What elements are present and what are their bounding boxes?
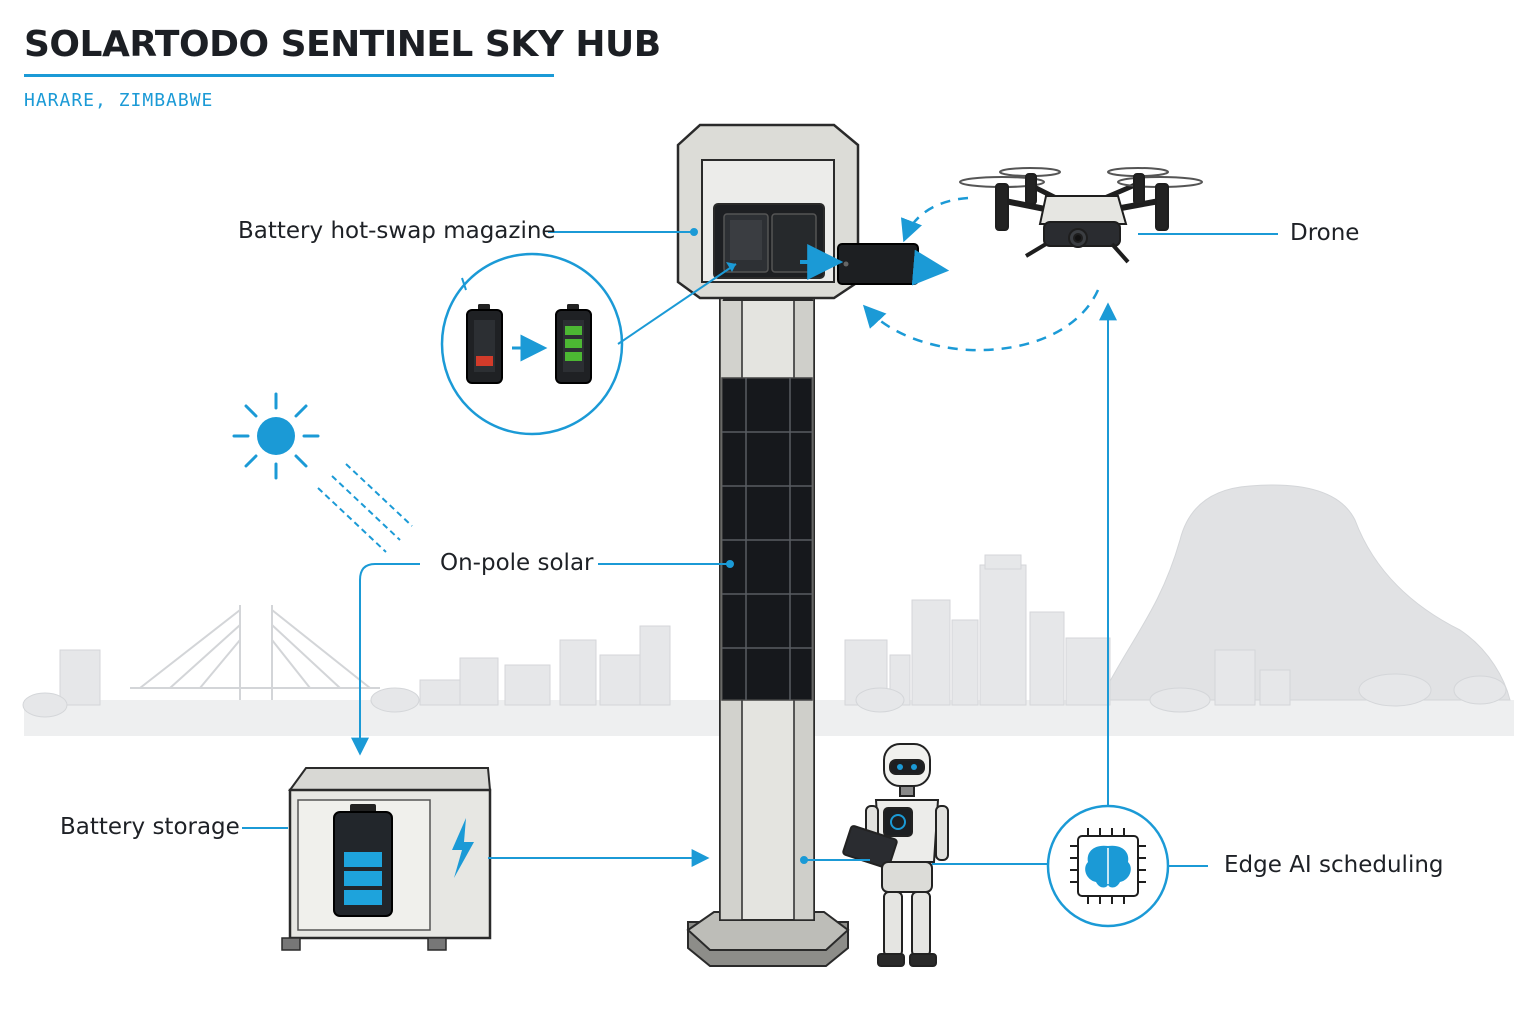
location-subtitle: HARARE, ZIMBABWE [24,90,214,111]
lightning-bolt-icon [452,818,474,878]
bridge-icon [130,605,380,700]
edge-ai-chip-callout [1046,804,1170,928]
sun-rays-icon [317,463,413,553]
diagram-title: SOLARTODO SENTINEL SKY HUB [24,24,661,65]
label-drone: Drone [1290,220,1360,246]
battery-low-icon [466,304,503,384]
label-battery-storage: Battery storage [60,814,240,840]
on-pole-solar-panels [721,377,813,701]
label-on-pole-solar: On-pole solar [440,550,594,576]
battery-swap-callout [440,252,737,436]
drone-icon [959,167,1203,264]
label-edge-ai-scheduling: Edge AI scheduling [1224,852,1444,878]
connector-lines [242,228,1278,867]
title-underline [24,74,554,77]
ai-chip-brain-icon [1070,828,1146,904]
battery-storage-cabinet [281,767,492,951]
robot-icon [842,743,949,967]
battery-magazine-unit [676,123,950,300]
sun-icon [232,392,320,480]
label-battery-hot-swap-magazine: Battery hot-swap magazine [238,218,556,244]
battery-full-icon [555,304,592,384]
drone-swap-path [862,196,1100,352]
